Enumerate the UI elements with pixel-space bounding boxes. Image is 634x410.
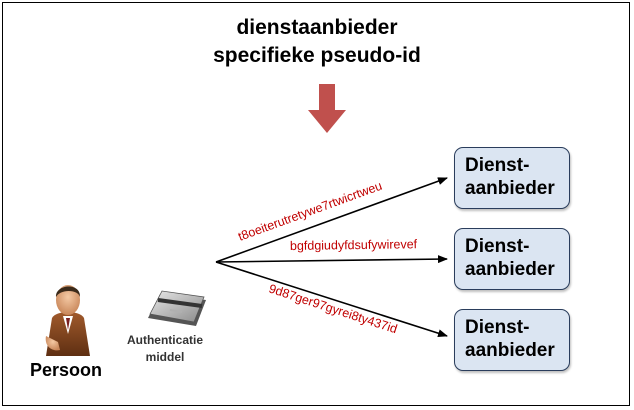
person-icon xyxy=(45,285,90,356)
connector-line-2 xyxy=(215,255,448,264)
service-provider-box-2: Dienst- aanbieder xyxy=(454,228,570,290)
auth-label-line2: middel xyxy=(145,350,185,364)
diagram-frame xyxy=(2,2,630,406)
pseudo-id-label-3: 9d87ger97gyrei8ty437id xyxy=(267,282,399,337)
pseudo-id-label-1: t8oeiterutretywe7rtwicrtweu xyxy=(236,179,384,244)
title-line-2: specifieke pseudo-id xyxy=(213,44,421,67)
auth-means-label: Authenticatie middel xyxy=(122,332,208,366)
service-box-label-line1: Dienst- xyxy=(465,317,530,338)
service-box-label-line1: Dienst- xyxy=(465,236,530,257)
title-line-1: dienstaanbieder xyxy=(236,16,398,39)
connector-line-1 xyxy=(215,177,448,263)
pseudo-id-label-2: bgfdgiudyfdsufywirevef xyxy=(290,237,418,253)
down-arrow-icon xyxy=(308,84,346,133)
card-icon xyxy=(148,290,206,326)
service-provider-box-3: Dienst- aanbieder xyxy=(454,309,570,371)
service-box-label-line2: aanbieder xyxy=(465,340,555,361)
diagram-title: dienstaanbieder specifieke pseudo-id xyxy=(167,14,467,70)
service-box-label-line1: Dienst- xyxy=(465,155,530,176)
connector-line-3 xyxy=(215,261,448,338)
person-label: Persoon xyxy=(30,360,103,380)
service-provider-box-1: Dienst- aanbieder xyxy=(454,147,570,209)
auth-label-line1: Authenticatie xyxy=(126,333,203,347)
service-box-label-line2: aanbieder xyxy=(465,178,555,199)
service-box-label-line2: aanbieder xyxy=(465,259,555,280)
